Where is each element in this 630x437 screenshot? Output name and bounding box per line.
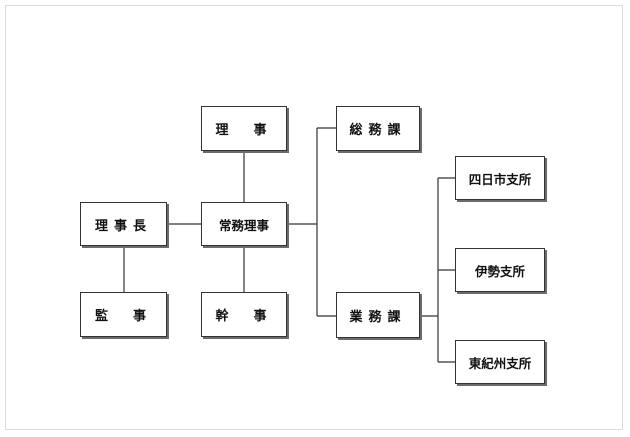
node-somu-ka: 総務課	[336, 106, 420, 151]
node-yokkaichi-shisho: 四日市支所	[455, 156, 545, 200]
node-jomu-riji: 常務理事	[201, 202, 287, 246]
node-gyomu-ka: 業務課	[336, 292, 420, 338]
node-higashikishu-shisho: 東紀州支所	[455, 340, 545, 384]
node-kanji: 監 事	[80, 292, 167, 337]
node-riji: 理 事	[201, 106, 287, 151]
node-kanji2: 幹 事	[201, 292, 287, 337]
node-ise-shisho: 伊勢支所	[455, 248, 545, 292]
node-rijicho: 理事長	[80, 202, 167, 246]
